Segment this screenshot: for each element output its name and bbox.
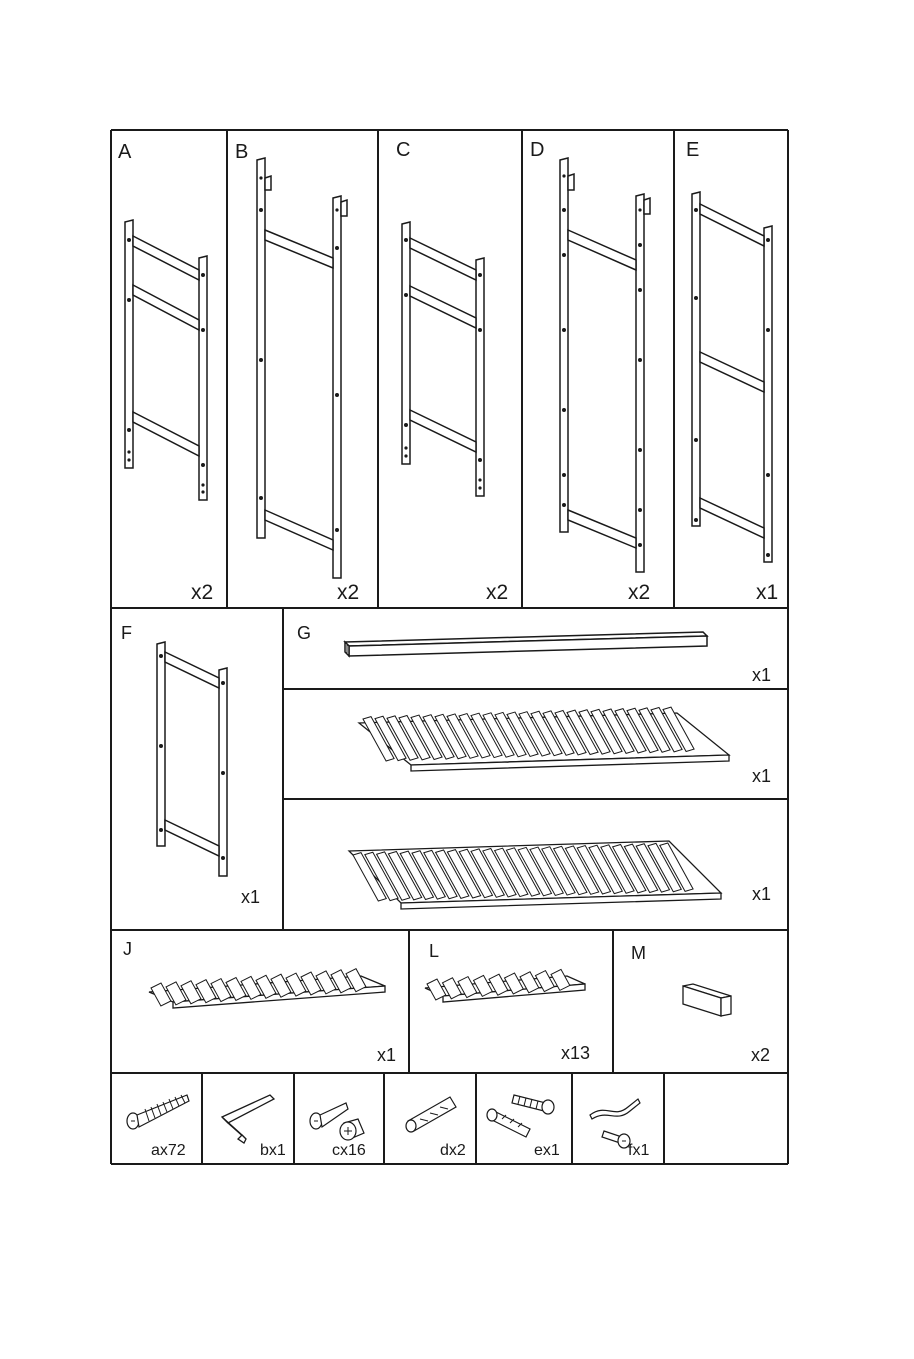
part-b-cell: B x2	[227, 130, 378, 608]
slat-panel-j-drawing	[111, 930, 409, 1073]
part-d-cell: D x2	[522, 130, 674, 608]
hardware-c-cell: cx16	[294, 1073, 384, 1164]
part-quantity: x1	[241, 888, 260, 906]
part-e-cell: E x1	[674, 130, 788, 608]
part-quantity: x1	[752, 666, 771, 684]
part-m-cell: M x2	[613, 930, 788, 1073]
rail-g-drawing	[283, 608, 788, 689]
hardware-d-cell: dx2	[384, 1073, 476, 1164]
ladder-frame-b-drawing	[227, 130, 378, 608]
part-c-cell: C x2	[378, 130, 522, 608]
part-g-cell: G x1	[283, 608, 788, 689]
ladder-frame-c-drawing	[378, 130, 522, 608]
slat-base-2-cell: x1	[283, 799, 788, 930]
part-f-cell: F x1	[111, 608, 283, 930]
hardware-quantity: fx1	[628, 1143, 649, 1159]
part-a-cell: A x2	[111, 130, 227, 608]
hardware-e-cell: ex1	[476, 1073, 572, 1164]
hardware-quantity: ex1	[534, 1143, 560, 1159]
slat-base-1-drawing	[283, 689, 788, 799]
part-quantity: x13	[561, 1044, 590, 1062]
slat-base-1-cell: x1	[283, 689, 788, 799]
frame-f-drawing	[111, 608, 283, 930]
part-quantity: x2	[751, 1046, 770, 1064]
hardware-quantity: bx1	[260, 1143, 286, 1159]
hardware-b-cell: bx1	[202, 1073, 294, 1164]
hardware-empty-cell	[664, 1073, 788, 1164]
part-quantity: x1	[377, 1046, 396, 1064]
part-quantity: x1	[752, 885, 771, 903]
slat-base-2-drawing	[283, 799, 788, 930]
part-quantity: x2	[486, 582, 508, 603]
hardware-f-cell: fx1	[572, 1073, 664, 1164]
part-quantity: x2	[191, 582, 213, 603]
ladder-frame-e-drawing	[674, 130, 788, 608]
hardware-quantity: cx16	[332, 1143, 366, 1159]
strap-and-screw-icon	[572, 1073, 664, 1164]
part-quantity: x1	[752, 767, 771, 785]
part-quantity: x1	[756, 582, 778, 603]
hardware-a-cell: ax72	[111, 1073, 202, 1164]
part-quantity: x2	[628, 582, 650, 603]
part-l-cell: L x13	[409, 930, 613, 1073]
ladder-frame-a-drawing	[111, 130, 227, 608]
hardware-quantity: ax72	[151, 1143, 186, 1159]
part-quantity: x2	[337, 582, 359, 603]
ladder-frame-d-drawing	[522, 130, 674, 608]
hardware-quantity: dx2	[440, 1143, 466, 1159]
part-j-cell: J x1	[111, 930, 409, 1073]
